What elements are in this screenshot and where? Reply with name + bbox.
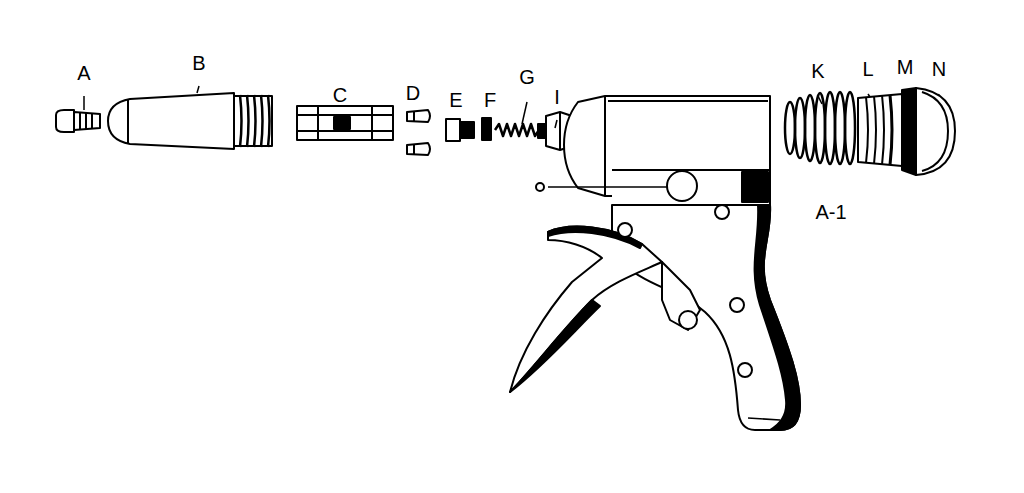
leader-lines bbox=[84, 86, 939, 128]
callout-letter: D bbox=[406, 82, 420, 104]
jaws-d bbox=[407, 110, 430, 155]
callout-letter: N bbox=[932, 58, 946, 80]
callout-letter: I bbox=[554, 86, 560, 108]
spring-g bbox=[495, 124, 539, 136]
callout-letter: B bbox=[192, 52, 205, 74]
gun-handle bbox=[612, 205, 800, 430]
gun-slot bbox=[536, 170, 770, 205]
callout-letter: A-1 bbox=[815, 201, 846, 223]
callout-letter: G bbox=[519, 66, 535, 88]
callout-letter: L bbox=[862, 58, 873, 80]
seal-m bbox=[902, 88, 916, 175]
callout-letter: F bbox=[484, 89, 496, 111]
spring-k bbox=[785, 92, 855, 164]
trigger-lever bbox=[510, 227, 700, 392]
callout-letter: K bbox=[811, 60, 824, 82]
coupling-c bbox=[297, 106, 393, 140]
fitting-a bbox=[56, 110, 100, 132]
callout-letter: E bbox=[449, 89, 462, 111]
plunger-l bbox=[858, 94, 902, 166]
pivot-pins bbox=[618, 205, 752, 377]
callout-letter: M bbox=[897, 56, 914, 78]
washer-f bbox=[482, 118, 491, 140]
check-e bbox=[446, 119, 474, 141]
nozzle-b bbox=[108, 93, 272, 149]
callout-letter: A bbox=[77, 62, 90, 84]
cap-n bbox=[916, 88, 955, 175]
callout-letter: C bbox=[333, 84, 347, 106]
